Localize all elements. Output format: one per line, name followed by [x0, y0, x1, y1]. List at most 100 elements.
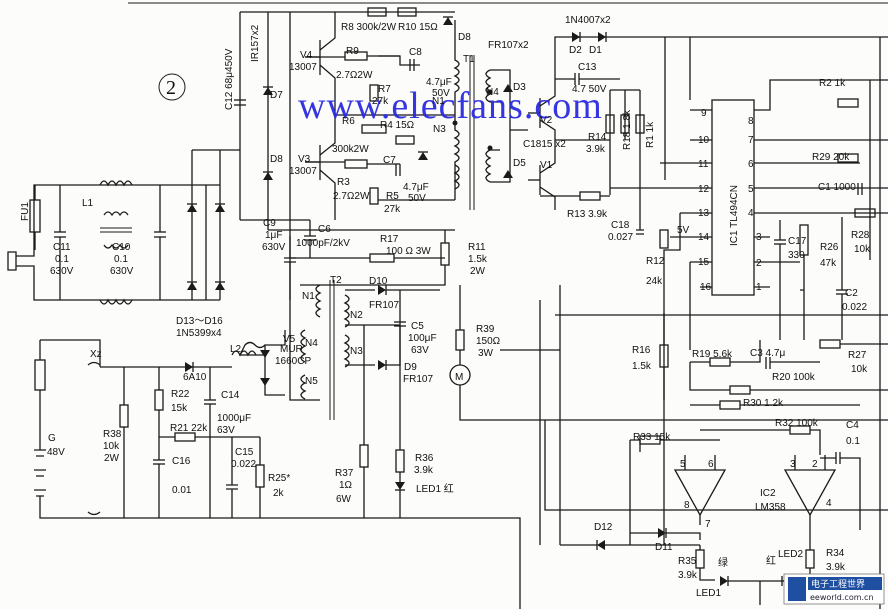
label-c4v: 0.1	[846, 436, 860, 447]
label-r34v: 3.9k	[826, 562, 846, 573]
label-c10v: 0.1	[114, 254, 128, 265]
label-o5: 5	[680, 459, 686, 470]
label-d9: D9	[404, 362, 417, 373]
label-p13: 13	[698, 208, 710, 219]
eeworld-logo: 电子工程世界 eeworld.com.cn	[783, 573, 885, 605]
transformer-t1	[452, 20, 528, 210]
half-bridge-transistors	[305, 7, 455, 220]
label-r16v: 1.5k	[632, 361, 652, 372]
label-c15v: 0.022	[231, 459, 256, 470]
label-xz: Xz	[90, 349, 102, 360]
label-mur: MUR	[280, 344, 303, 355]
label-r9v: 2.7Ω2W	[336, 70, 373, 81]
label-c7: C7	[383, 155, 396, 166]
label-c2v: 0.022	[842, 302, 867, 313]
label-c6v: 1000pF/2kV	[296, 238, 350, 249]
label-r3v: 2.7Ω2W	[333, 191, 370, 202]
label-c14v: 1000μF	[217, 413, 251, 424]
mains-input	[7, 180, 170, 305]
label-r38: R38	[103, 429, 122, 440]
label-r30: R30 1.2k	[743, 398, 784, 409]
label-n1: N1	[432, 96, 445, 107]
label-r32: R32 100k	[775, 418, 819, 429]
label-d10: D10	[369, 276, 388, 287]
label-t2: T2	[330, 275, 342, 286]
label-l1: L1	[82, 198, 94, 209]
label-v2: V2	[540, 115, 553, 126]
label-m: M	[455, 372, 463, 383]
label-c9r: 630V	[262, 242, 286, 253]
label-r22v: 15k	[171, 403, 188, 414]
snubber-network	[284, 220, 450, 300]
label-c9v: 1μF	[265, 230, 282, 241]
label-r6: R6	[342, 116, 355, 127]
label-c3: C3 4.7μ	[750, 348, 785, 359]
label-r26v: 47k	[820, 258, 837, 269]
label-d1: D1	[589, 45, 602, 56]
label-v1: V1	[540, 160, 553, 171]
label-c13v: 4.7 50V	[572, 84, 607, 95]
logo-url-text: eeworld.com.cn	[810, 593, 874, 602]
label-p15: 15	[698, 257, 710, 268]
label-a10: 6A10	[183, 372, 207, 383]
label-d12: D12	[594, 522, 613, 533]
label-r26: R26	[820, 242, 839, 253]
label-o3: 3	[790, 459, 796, 470]
label-r8: R8 300k/2W	[341, 22, 397, 33]
label-c2: C2	[845, 288, 858, 299]
label-n5: N5	[305, 376, 318, 387]
label-r25: R25*	[268, 473, 290, 484]
label-r27v: 10k	[851, 364, 868, 375]
label-r7v: 27k	[372, 96, 389, 107]
label-p7: 7	[748, 135, 754, 146]
label-c4: C4	[846, 420, 859, 431]
label-c11: C11	[53, 242, 71, 253]
label-n3: N3	[433, 124, 446, 135]
label-d3: D3	[513, 82, 526, 93]
label-p5: 5	[748, 184, 754, 195]
label-r19: R19 5.6k	[692, 349, 733, 360]
label-p9: 9	[701, 108, 707, 119]
label-p12: 12	[698, 184, 710, 195]
label-r11v: 1.5k	[468, 254, 488, 265]
label-led1b: LED1	[696, 588, 721, 599]
label-r34: R34	[826, 548, 845, 559]
label-c7v: 4.7μF	[403, 182, 429, 193]
label-c10: C10	[112, 242, 131, 253]
label-r38v: 10k	[103, 441, 120, 452]
label-v4: V4	[300, 50, 313, 61]
label-c18v: 0.027	[608, 232, 633, 243]
label-r39: R39	[476, 324, 495, 335]
label-d7a: IR157x2	[250, 24, 261, 62]
label-c11r: 630V	[50, 266, 74, 277]
label-o4: 4	[826, 498, 832, 509]
label-d10v: FR107	[369, 300, 399, 311]
label-r1: R1 1k	[645, 121, 656, 148]
label-r37r: 6W	[336, 494, 352, 505]
label-l2: L2	[230, 344, 242, 355]
label-c15: C15	[235, 447, 254, 458]
label-c10r: 630V	[110, 266, 134, 277]
battery-output	[34, 339, 521, 609]
label-ic2v: LM358	[755, 502, 786, 513]
label-c18: C18	[611, 220, 630, 231]
label-p16: 16	[700, 282, 712, 293]
label-n4a: N4	[486, 87, 499, 98]
ic1-tl494	[540, 79, 888, 400]
label-d11: D11	[655, 542, 673, 553]
label-d13: D13～D16	[176, 316, 223, 327]
label-p11: 11	[698, 159, 709, 170]
label-led1a: LED1 红	[416, 482, 454, 495]
label-r10: R10 15Ω	[398, 22, 438, 33]
section-number: 2	[166, 77, 176, 99]
label-r11r: 2W	[470, 266, 486, 277]
label-p14: 14	[698, 232, 710, 243]
label-d9v: FR107	[403, 374, 433, 385]
label-gv: 48V	[47, 447, 65, 458]
label-r33: R33 15k	[633, 432, 671, 443]
label-ic2: IC2	[760, 488, 776, 499]
label-o8: 8	[684, 500, 690, 511]
